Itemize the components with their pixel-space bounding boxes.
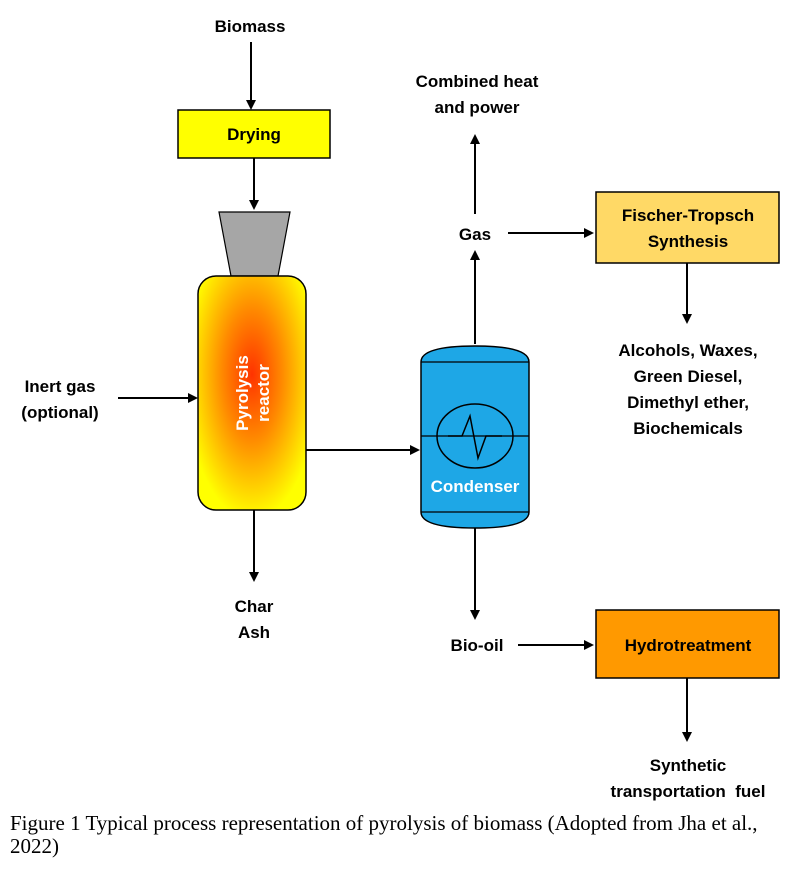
heat-exchanger-zigzag [448, 413, 502, 461]
products-line4: Biochemicals [633, 419, 743, 438]
inert-gas-label-line1: Inert gas [25, 377, 96, 396]
fischer-tropsch-box [595, 191, 780, 264]
hopper-shape [218, 211, 291, 277]
ft-label-line1: Fischer-Tropsch [622, 206, 754, 225]
ash-label: Ash [238, 623, 270, 642]
condenser-label: Condenser [431, 477, 520, 496]
products-line1: Alcohols, Waxes, [618, 341, 757, 360]
figure-caption: Figure 1 Typical process representation … [10, 811, 758, 858]
gas-label: Gas [459, 225, 491, 244]
chp-label-line2: and power [434, 98, 519, 117]
drying-label: Drying [227, 125, 281, 144]
biomass-label: Biomass [215, 17, 286, 36]
reactor-label-line1: Pyrolysis [233, 355, 252, 431]
biooil-label: Bio-oil [451, 636, 504, 655]
inert-gas-label-line2: (optional) [21, 403, 98, 422]
pyrolysis-reactor [197, 275, 307, 511]
hydrotreatment-box [595, 609, 780, 679]
ft-label-line2: Synthesis [648, 232, 728, 251]
fuel-label-line2: transportation fuel [611, 782, 766, 801]
hydro-label: Hydrotreatment [625, 636, 752, 655]
char-label: Char [235, 597, 274, 616]
chp-label-line1: Combined heat [416, 72, 539, 91]
reactor-label-line2: reactor [254, 364, 273, 422]
fuel-label-line1: Synthetic [650, 756, 727, 775]
products-line2: Green Diesel, [634, 367, 743, 386]
products-line3: Dimethyl ether, [627, 393, 749, 412]
